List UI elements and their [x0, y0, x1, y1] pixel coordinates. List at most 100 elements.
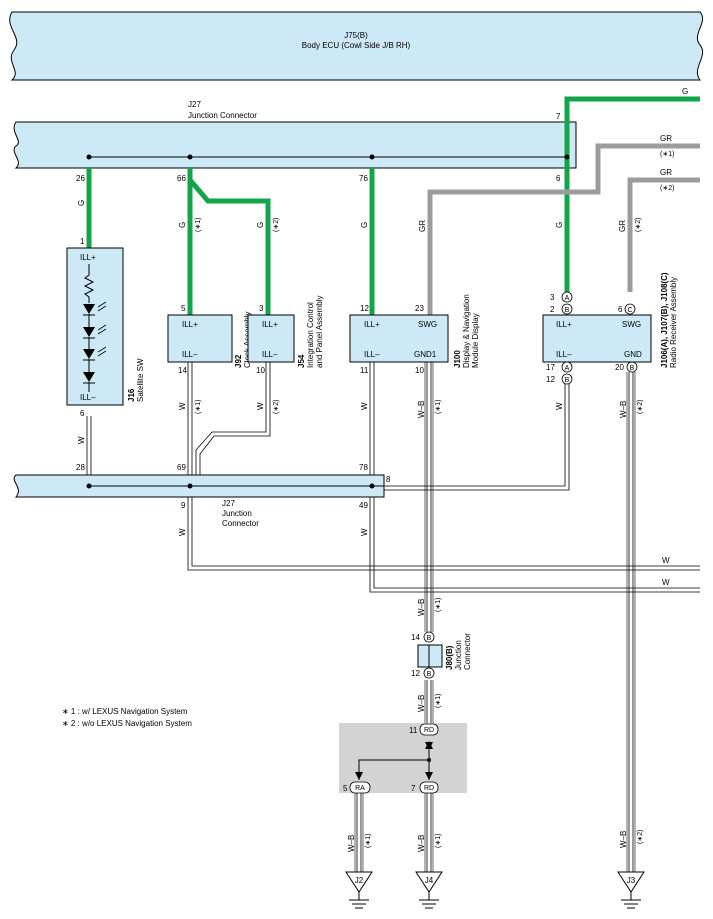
j80-name2: Connector: [463, 633, 472, 670]
svg-text:G: G: [360, 222, 369, 228]
svg-text:GR: GR: [660, 168, 672, 177]
body-ecu-code: J75(B): [344, 31, 368, 40]
svg-text:66: 66: [177, 174, 186, 183]
led-icon: [83, 304, 95, 384]
note-2: ∗ 2 : w/o LEXUS Navigation System: [62, 719, 192, 728]
svg-text:W: W: [360, 528, 369, 536]
svg-text:RD: RD: [424, 727, 434, 734]
gray-wires: [427, 143, 700, 315]
svg-text:5: 5: [181, 304, 186, 313]
white-wires: [86, 362, 700, 872]
j80-junction-connector: J80(B) Junction Connector: [417, 633, 472, 670]
svg-text:G: G: [77, 200, 86, 206]
svg-text:W–B: W–B: [347, 835, 356, 852]
svg-text:76: 76: [359, 174, 368, 183]
svg-text:69: 69: [177, 463, 186, 472]
svg-text:(∗1): (∗1): [435, 400, 442, 414]
svg-text:W: W: [555, 402, 564, 410]
svg-text:G: G: [682, 87, 688, 96]
svg-text:G: G: [178, 222, 187, 228]
satellite-sw: ILL+ ILL– J16 Satellite SW: [66, 247, 145, 406]
svg-text:W–B: W–B: [417, 401, 426, 418]
svg-text:(∗1): (∗1): [660, 151, 674, 158]
svg-text:10: 10: [256, 366, 265, 375]
svg-text:5: 5: [343, 784, 348, 793]
int-pin-bottom: ILL–: [262, 350, 278, 359]
svg-text:RD: RD: [424, 785, 434, 792]
jc-bot-name1: Junction: [222, 509, 252, 518]
svg-text:78: 78: [359, 463, 368, 472]
rad-pin-ill-minus: ILL–: [556, 350, 572, 359]
svg-text:9: 9: [181, 501, 186, 510]
bottom-junction-connector: J27 Junction Connector: [13, 474, 385, 528]
svg-text:8: 8: [386, 475, 391, 484]
connector-bus-lines: [89, 156, 567, 487]
int-name1: Integration Control: [306, 302, 315, 368]
svg-text:G: G: [555, 222, 564, 228]
svg-text:(∗1): (∗1): [195, 218, 202, 232]
svg-text:B: B: [427, 671, 432, 678]
splice-box: [339, 723, 467, 793]
svg-text:6: 6: [618, 305, 623, 314]
svg-text:(∗1): (∗1): [435, 694, 442, 708]
svg-text:W–B: W–B: [417, 695, 426, 712]
int-pin-top: ILL+: [262, 320, 278, 329]
svg-text:GR: GR: [418, 220, 427, 232]
svg-text:12: 12: [546, 375, 555, 384]
svg-text:49: 49: [359, 501, 368, 510]
int-name2: and Panel Assembly: [315, 296, 324, 369]
svg-text:14: 14: [178, 366, 187, 375]
int-code: J54: [297, 354, 306, 368]
svg-text:G: G: [256, 222, 265, 228]
svg-text:6: 6: [80, 409, 85, 418]
svg-text:(∗1): (∗1): [195, 400, 202, 414]
svg-text:W–B: W–B: [417, 835, 426, 852]
svg-text:3: 3: [259, 304, 264, 313]
svg-text:2: 2: [550, 305, 555, 314]
svg-text:(∗2): (∗2): [637, 830, 644, 844]
svg-text:(∗1): (∗1): [435, 834, 442, 848]
top-junction-connector: J27 Junction Connector: [13, 100, 577, 169]
disp-pin-swg: SWG: [418, 320, 437, 329]
sat-code: J16: [127, 388, 136, 402]
svg-text:W–B: W–B: [619, 401, 628, 418]
svg-text:(∗2): (∗2): [273, 218, 280, 232]
junction-dots: [86, 154, 570, 489]
wire-labels: G GR (∗1) GR (∗2) W W G G (∗1) G (∗2) G …: [77, 87, 688, 852]
svg-text:17: 17: [546, 363, 555, 372]
rad-pin-swg: SWG: [622, 320, 641, 329]
ground-j3: J3: [617, 871, 645, 909]
svg-text:12: 12: [360, 304, 369, 313]
rad-pin-gnd: GND: [624, 350, 642, 359]
svg-text:GR: GR: [618, 220, 627, 232]
ground-j4: J4: [415, 871, 443, 909]
svg-text:7: 7: [556, 112, 561, 121]
svg-text:W: W: [178, 528, 187, 536]
svg-text:(∗2): (∗2): [273, 400, 280, 414]
sat-name: Satellite SW: [136, 358, 145, 402]
svg-text:12: 12: [411, 669, 420, 678]
svg-text:W: W: [77, 436, 86, 444]
disp-name1: Display & Navigation: [462, 294, 471, 368]
svg-text:28: 28: [76, 463, 85, 472]
disp-pin-ill-plus: ILL+: [364, 320, 380, 329]
disp-name2: Module Display: [471, 313, 480, 368]
svg-text:A: A: [565, 365, 570, 372]
green-wires: [86, 96, 700, 315]
svg-text:J2: J2: [355, 876, 364, 885]
svg-text:14: 14: [411, 633, 420, 642]
svg-text:J3: J3: [627, 876, 636, 885]
svg-text:W: W: [662, 556, 670, 565]
ground-j2: J2: [345, 871, 373, 909]
svg-text:W: W: [256, 402, 265, 410]
disp-code: J100: [453, 350, 462, 368]
svg-text:C: C: [627, 307, 632, 314]
disp-pin-ill-minus: ILL–: [364, 350, 380, 359]
svg-text:(∗2): (∗2): [635, 218, 642, 232]
note-1: ∗ 1 : w/ LEXUS Navigation System: [62, 707, 188, 716]
clock-assembly: ILL+ ILL– J92 Clock Assembly: [167, 312, 252, 368]
svg-text:A: A: [565, 295, 570, 302]
svg-text:26: 26: [76, 174, 85, 183]
svg-text:W: W: [662, 578, 670, 587]
